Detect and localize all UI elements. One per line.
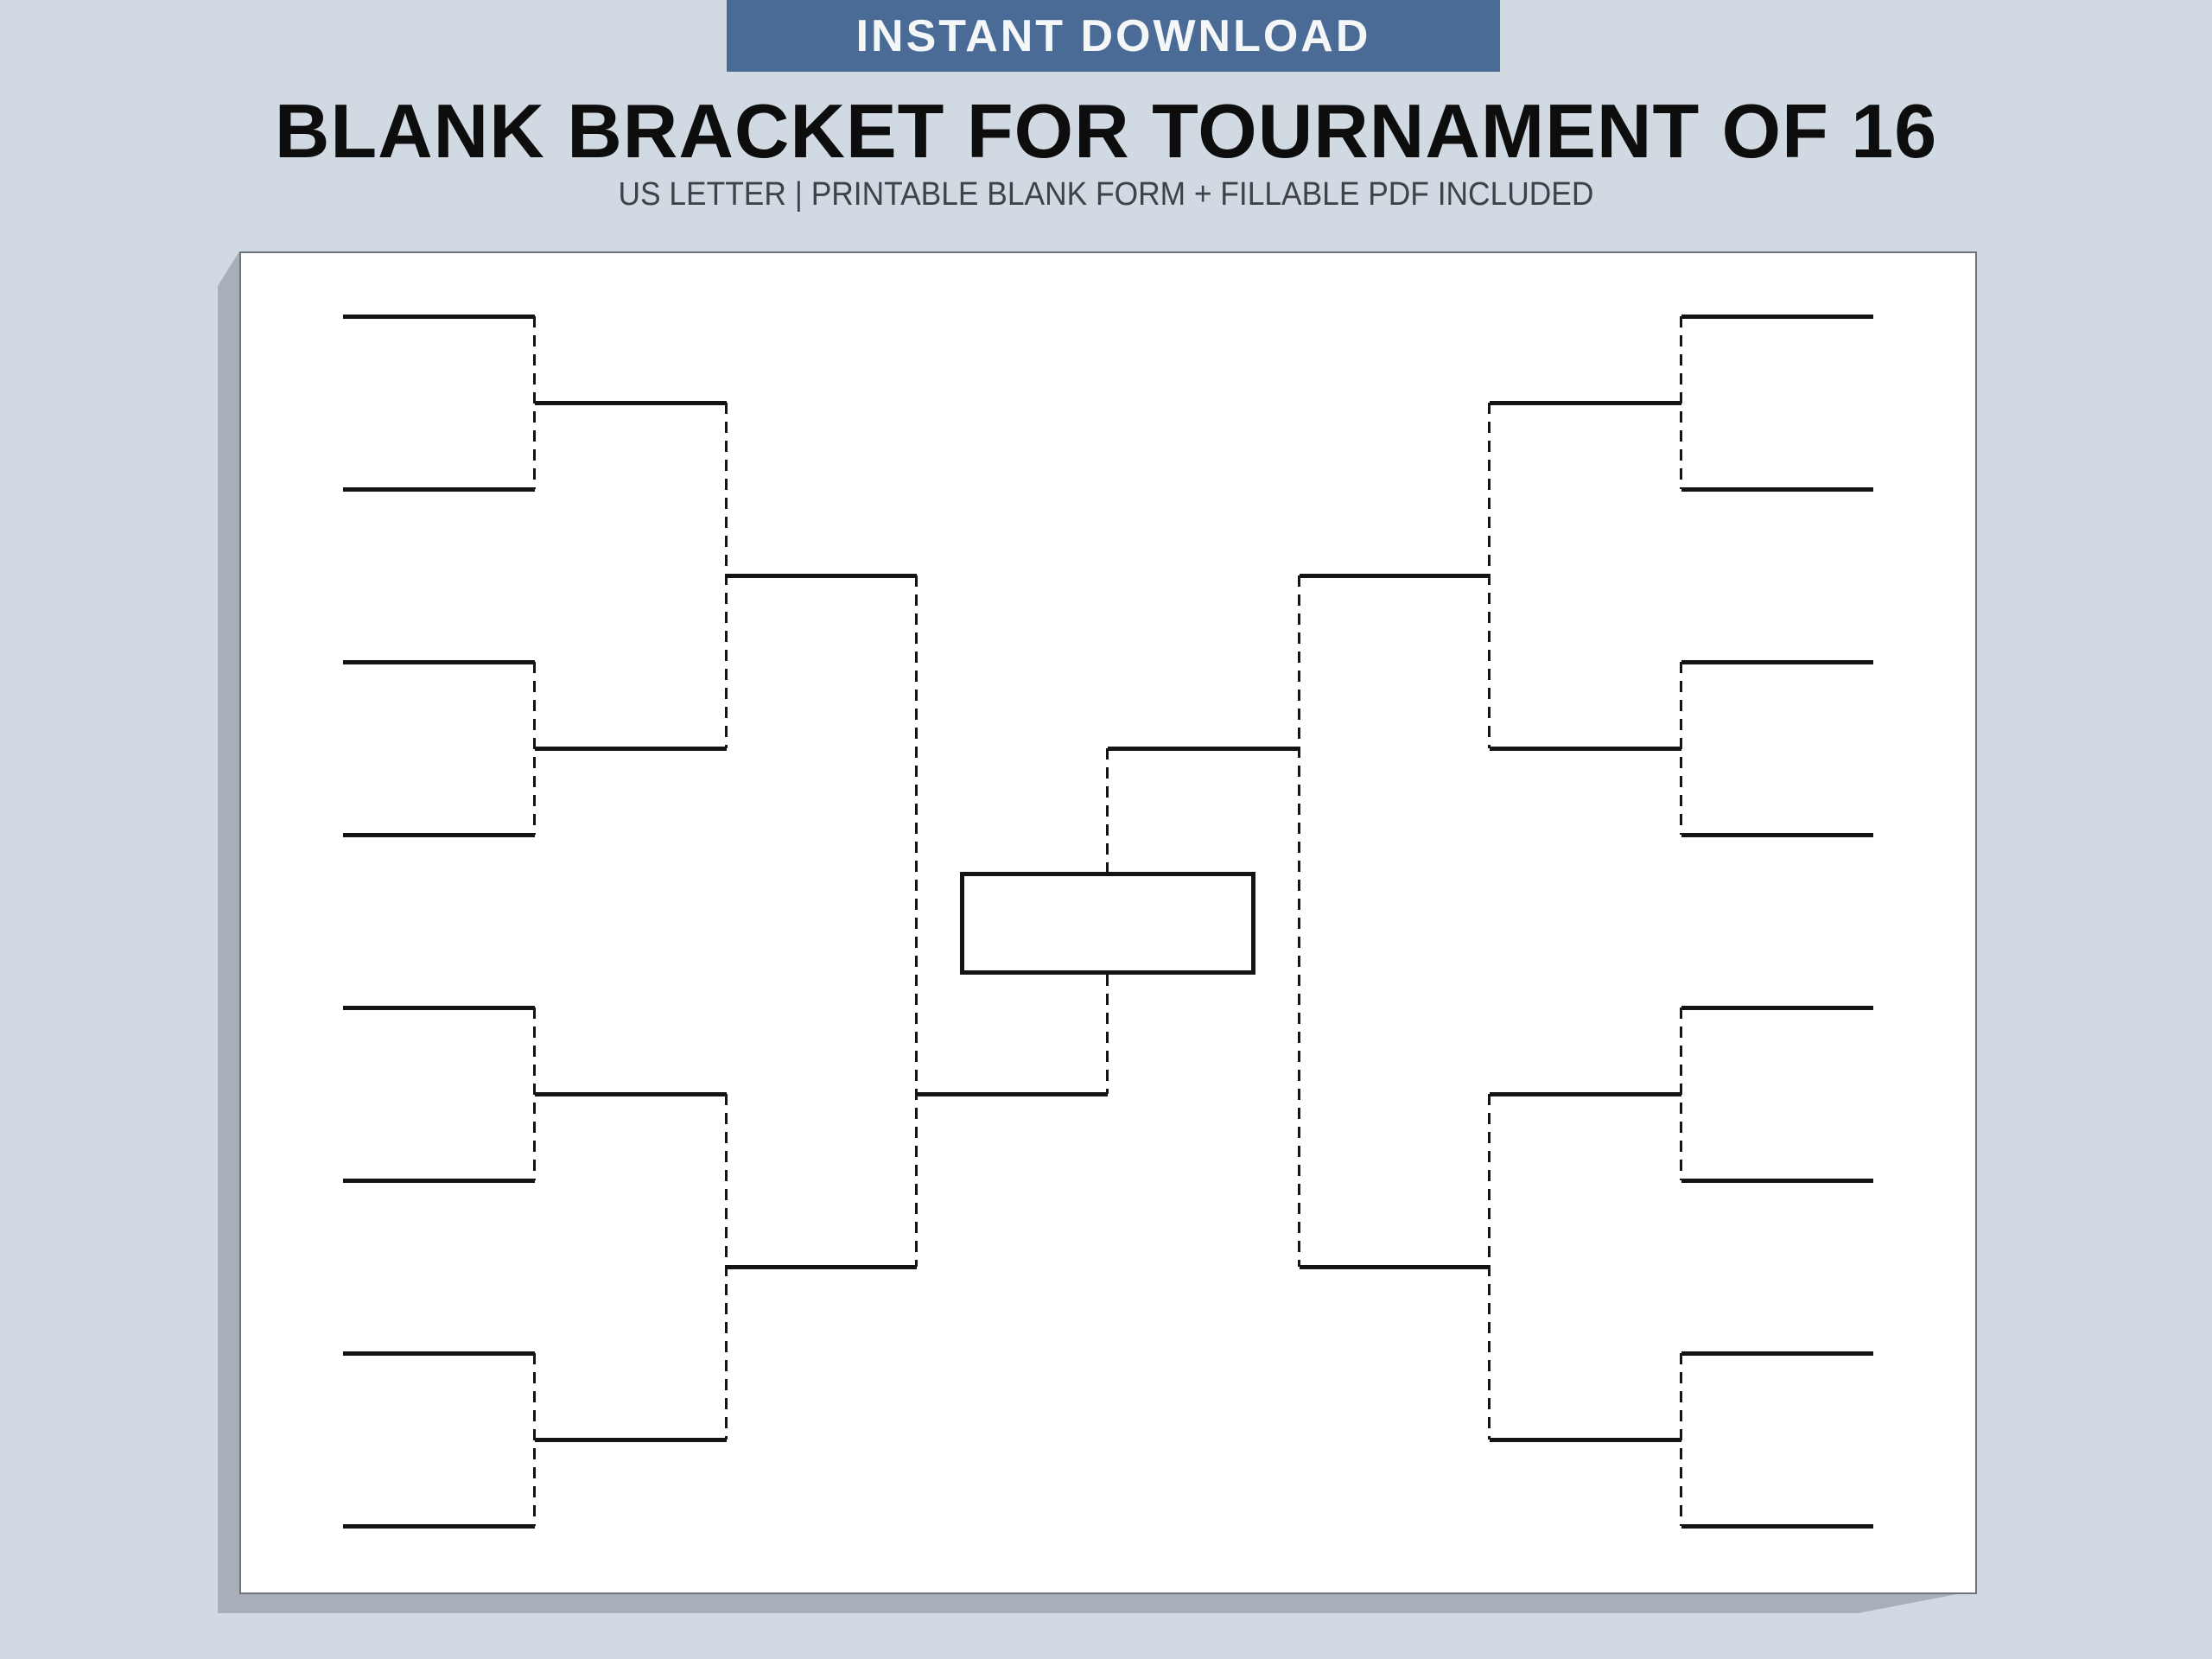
round1-slot-line bbox=[1681, 660, 1873, 664]
final-slot-line-left bbox=[917, 1092, 1108, 1096]
quarterfinal-slot-line bbox=[535, 1438, 727, 1442]
page-title: BLANK BRACKET FOR TOURNAMENT OF 16 bbox=[274, 88, 1938, 174]
round1-connector-dashed bbox=[533, 316, 536, 489]
page-subtitle: US LETTER | PRINTABLE BLANK FORM + FILLA… bbox=[0, 176, 2212, 214]
quarterfinal-connector-dashed bbox=[725, 403, 728, 748]
round1-slot-line bbox=[343, 1006, 535, 1010]
round1-slot-line bbox=[343, 315, 535, 319]
round1-slot-line bbox=[1681, 1351, 1873, 1356]
quarterfinal-slot-line bbox=[1490, 747, 1681, 751]
quarterfinal-slot-line bbox=[1490, 1092, 1681, 1096]
final-slot-line-right bbox=[1108, 747, 1300, 751]
round1-connector-dashed bbox=[533, 662, 536, 835]
semifinal-connector-dashed bbox=[915, 575, 918, 1267]
round1-slot-line bbox=[343, 1524, 535, 1529]
round1-slot-line bbox=[1681, 1524, 1873, 1529]
quarterfinal-slot-line bbox=[1490, 401, 1681, 405]
round1-slot-line bbox=[1681, 833, 1873, 837]
round1-slot-line bbox=[1681, 487, 1873, 492]
banner-label: INSTANT DOWNLOAD bbox=[855, 10, 1371, 61]
champion-connector-dashed bbox=[1106, 975, 1109, 1094]
semifinal-slot-line bbox=[727, 574, 917, 578]
quarterfinal-slot-line bbox=[535, 747, 727, 751]
round1-connector-dashed bbox=[533, 1353, 536, 1526]
round1-slot-line bbox=[343, 833, 535, 837]
semifinal-slot-line bbox=[1300, 574, 1490, 578]
semifinal-slot-line bbox=[1300, 1265, 1490, 1269]
round1-slot-line bbox=[343, 660, 535, 664]
instant-download-banner: INSTANT DOWNLOAD bbox=[727, 0, 1500, 72]
semifinal-slot-line bbox=[727, 1265, 917, 1269]
quarterfinal-slot-line bbox=[535, 401, 727, 405]
round1-slot-line bbox=[343, 487, 535, 492]
round1-slot-line bbox=[343, 1179, 535, 1183]
page-subtitle-text: US LETTER | PRINTABLE BLANK FORM + FILLA… bbox=[618, 176, 1594, 213]
round1-slot-line bbox=[343, 1351, 535, 1356]
quarterfinal-slot-line bbox=[1490, 1438, 1681, 1442]
round1-slot-line bbox=[1681, 315, 1873, 319]
semifinal-connector-dashed bbox=[1298, 575, 1300, 1267]
round1-connector-dashed bbox=[533, 1007, 536, 1180]
quarterfinal-connector-dashed bbox=[725, 1094, 728, 1440]
quarterfinal-slot-line bbox=[535, 1092, 727, 1096]
round1-slot-line bbox=[1681, 1006, 1873, 1010]
round1-slot-line bbox=[1681, 1179, 1873, 1183]
champion-connector-dashed bbox=[1106, 748, 1109, 872]
champion-box bbox=[960, 872, 1255, 975]
